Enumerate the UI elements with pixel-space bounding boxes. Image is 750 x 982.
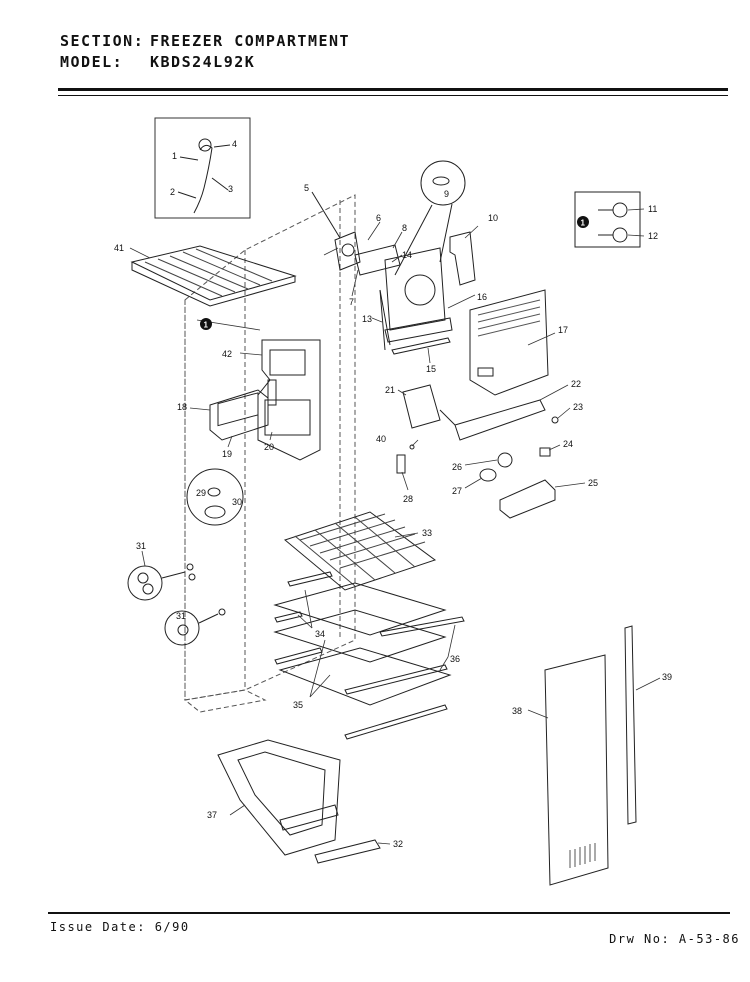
inset-circle-31-b	[164, 610, 200, 646]
callout-41: 41	[114, 243, 124, 253]
callout-32: 32	[393, 839, 403, 849]
callout-39: 39	[662, 672, 672, 682]
callout-33: 33	[422, 528, 432, 538]
header-rule-thick	[58, 88, 728, 91]
callout-15: 15	[426, 364, 436, 374]
callout-13: 13	[362, 314, 372, 324]
damper-control	[209, 389, 269, 441]
callout-34: 34	[315, 629, 325, 639]
callout-40: 40	[376, 434, 386, 444]
callout-2: 2	[170, 187, 175, 197]
callout-9: 9	[444, 189, 449, 199]
glass-shelf-lower	[278, 647, 452, 706]
callout-31-a: 31	[136, 541, 146, 551]
model-line: MODEL: KBDS24L92K	[60, 53, 255, 71]
callout-17: 17	[558, 325, 568, 335]
callout-26: 26	[452, 462, 462, 472]
cabinet-liner	[183, 194, 356, 713]
inset-box-11-12	[574, 191, 641, 248]
note-marker-1-label: 1	[204, 321, 209, 330]
inset-box	[154, 117, 251, 219]
footer-rule	[48, 912, 730, 914]
callout-25: 25	[588, 478, 598, 488]
callout-12: 12	[648, 231, 658, 241]
callout-11: 11	[648, 204, 657, 214]
callout-14: 14	[402, 250, 412, 260]
callout-7: 7	[349, 297, 354, 307]
section-line: SECTION: FREEZER COMPARTMENT	[60, 32, 350, 50]
model-value: KBDS24L92K	[150, 53, 256, 71]
callout-4: 4	[232, 139, 237, 149]
callout-5: 5	[304, 183, 309, 193]
inset-circle-9	[420, 160, 466, 206]
callout-37: 37	[207, 810, 217, 820]
section-value: FREEZER COMPARTMENT	[150, 32, 351, 50]
callout-6: 6	[376, 213, 381, 223]
callout-19: 19	[222, 449, 232, 459]
callout-23: 23	[573, 402, 583, 412]
callout-16: 16	[477, 292, 487, 302]
callout-20: 20	[264, 442, 274, 452]
callout-18: 18	[177, 402, 187, 412]
callout-36: 36	[450, 654, 460, 664]
freezer-bin	[217, 739, 341, 856]
callout-42: 42	[222, 349, 232, 359]
side-panel	[544, 654, 609, 886]
callout-24: 24	[563, 439, 573, 449]
callout-1: 1	[172, 151, 177, 161]
callout-28: 28	[403, 494, 413, 504]
control-housing	[257, 339, 321, 461]
issue-date: Issue Date: 6/90	[50, 920, 190, 934]
callout-38: 38	[512, 706, 522, 716]
note-marker-1	[200, 318, 212, 330]
trim-strip	[624, 625, 637, 825]
callout-27: 27	[452, 486, 462, 496]
defrost-bracket	[454, 399, 546, 441]
callout-10: 10	[488, 213, 498, 223]
callout-30: 30	[232, 497, 242, 507]
glass-shelf-upper	[273, 582, 447, 636]
section-label: SECTION:	[60, 32, 145, 50]
callout-35: 35	[293, 700, 303, 710]
callout-3: 3	[228, 184, 233, 194]
header-rule-thin	[58, 95, 728, 96]
inset-circle-29-30	[186, 468, 244, 526]
callout-22: 22	[571, 379, 581, 389]
callout-21: 21	[385, 385, 395, 395]
callout-8: 8	[402, 223, 407, 233]
callout-31-b: 31	[176, 611, 186, 621]
drawing-number: Drw No: A-53-86	[609, 932, 740, 946]
note-marker-2-label: 1	[581, 219, 586, 228]
model-label: MODEL:	[60, 53, 124, 71]
note-marker-2	[577, 216, 589, 228]
callout-29: 29	[196, 488, 206, 498]
evaporator-cover	[469, 289, 549, 396]
